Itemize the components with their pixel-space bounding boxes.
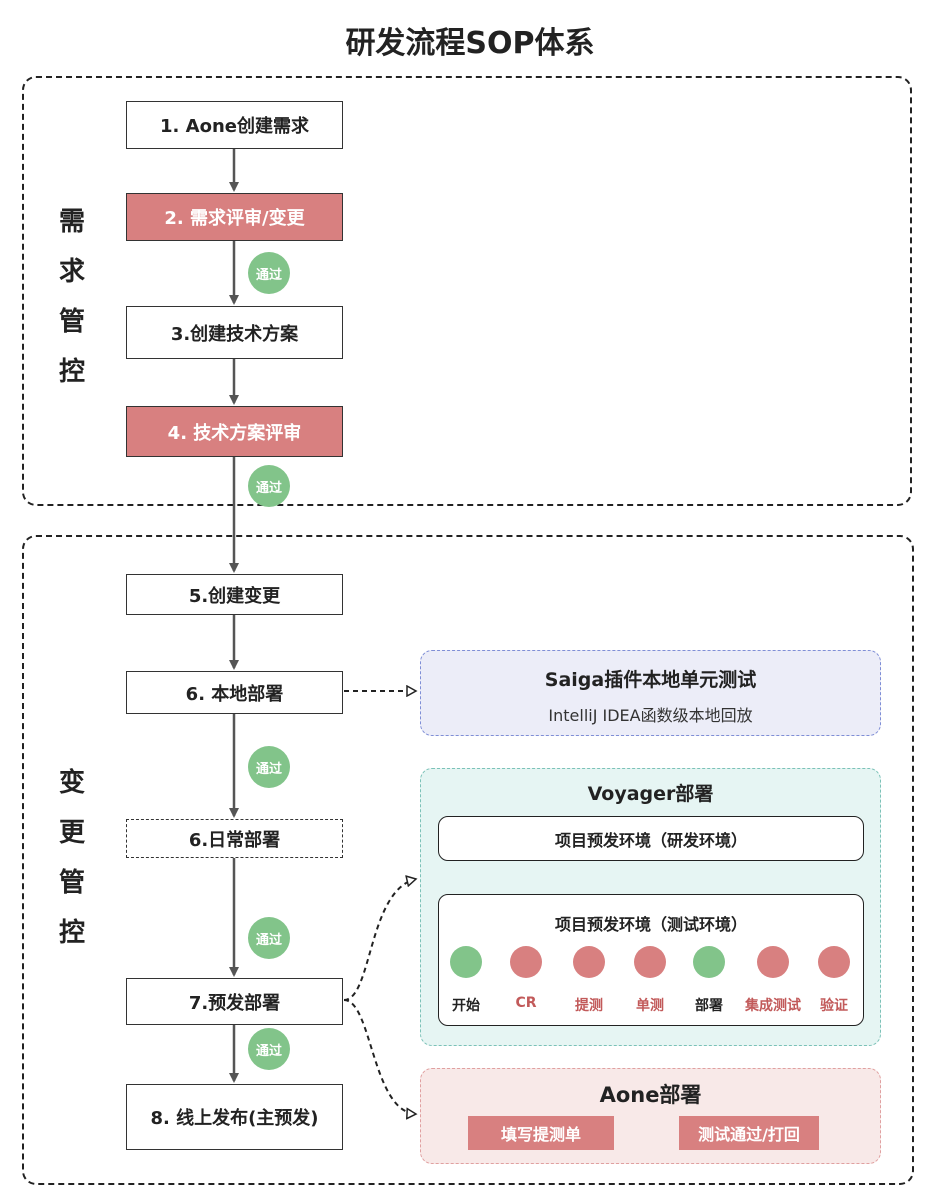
dashed-to-aone (343, 999, 416, 1114)
step-1-create-requirement[interactable]: 1. Aone创建需求 (126, 101, 343, 149)
changes-section (22, 535, 914, 1185)
stage-submit-test-dot (573, 946, 605, 978)
step-2-requirement-review[interactable]: 2. 需求评审/变更 (126, 193, 343, 241)
requirements-char-4: 控 (58, 357, 85, 387)
pass-badge: 通过 (248, 1028, 290, 1070)
env-test-label: 项目预发环境（测试环境） (554, 915, 747, 934)
requirements-section (22, 76, 912, 506)
step-3-create-tech-plan[interactable]: 3.创建技术方案 (126, 306, 343, 359)
step-5-create-change[interactable]: 5.创建变更 (126, 574, 343, 615)
changes-char-2: 更 (58, 818, 85, 848)
stage-integration-test-label: 集成测试 (745, 998, 801, 1014)
changes-section-label: 变 更 管 控 (52, 758, 92, 958)
requirements-char-1: 需 (58, 207, 85, 237)
aone-fill-test-form[interactable]: 填写提测单 (468, 1116, 614, 1150)
env-dev-label: 项目预发环境（研发环境） (554, 830, 747, 850)
pass-badge: 通过 (248, 917, 290, 959)
changes-char-1: 变 (58, 768, 85, 798)
stage-unit-test-dot (634, 946, 666, 978)
page-title: 研发流程SOP体系 (345, 26, 595, 61)
aone-title: Aone部署 (599, 1083, 702, 1107)
step-6-local-deploy[interactable]: 6. 本地部署 (126, 671, 343, 714)
requirements-section-label: 需 求 管 控 (52, 197, 92, 397)
changes-char-3: 管 (58, 868, 85, 898)
env-dev-box: 项目预发环境（研发环境） (438, 816, 864, 861)
stage-submit-test-label: 提测 (575, 998, 603, 1014)
pass-badge: 通过 (248, 252, 290, 294)
stage-cr-dot (510, 946, 542, 978)
stage-cr-label: CR (515, 995, 537, 1011)
stage-unit-test-label: 单测 (636, 998, 664, 1014)
saiga-subtitle: IntelliJ IDEA函数级本地回放 (548, 706, 753, 725)
requirements-char-2: 求 (58, 257, 85, 287)
requirements-char-3: 管 (58, 307, 85, 337)
step-4-tech-plan-review[interactable]: 4. 技术方案评审 (126, 406, 343, 457)
saiga-panel: Saiga插件本地单元测试 IntelliJ IDEA函数级本地回放 (420, 650, 881, 736)
step-6-daily-deploy[interactable]: 6.日常部署 (126, 819, 343, 858)
voyager-title: Voyager部署 (587, 783, 714, 805)
stage-start-dot (450, 946, 482, 978)
stage-integration-test-dot (757, 946, 789, 978)
step-7-pre-deploy[interactable]: 7.预发部署 (126, 978, 343, 1025)
stage-deploy-label: 部署 (695, 998, 723, 1014)
env-test-box: 项目预发环境（测试环境） (438, 894, 864, 1026)
stage-start-label: 开始 (452, 998, 480, 1014)
step-8-online-release[interactable]: 8. 线上发布(主预发) (126, 1084, 343, 1150)
stage-deploy-dot (693, 946, 725, 978)
pass-badge: 通过 (248, 465, 290, 507)
stage-verify-dot (818, 946, 850, 978)
aone-test-pass-reject[interactable]: 测试通过/打回 (679, 1116, 819, 1150)
saiga-title: Saiga插件本地单元测试 (544, 669, 757, 691)
changes-char-4: 控 (58, 918, 85, 948)
dashed-to-voyager (343, 879, 416, 1001)
pass-badge: 通过 (248, 746, 290, 788)
stage-verify-label: 验证 (820, 998, 848, 1014)
